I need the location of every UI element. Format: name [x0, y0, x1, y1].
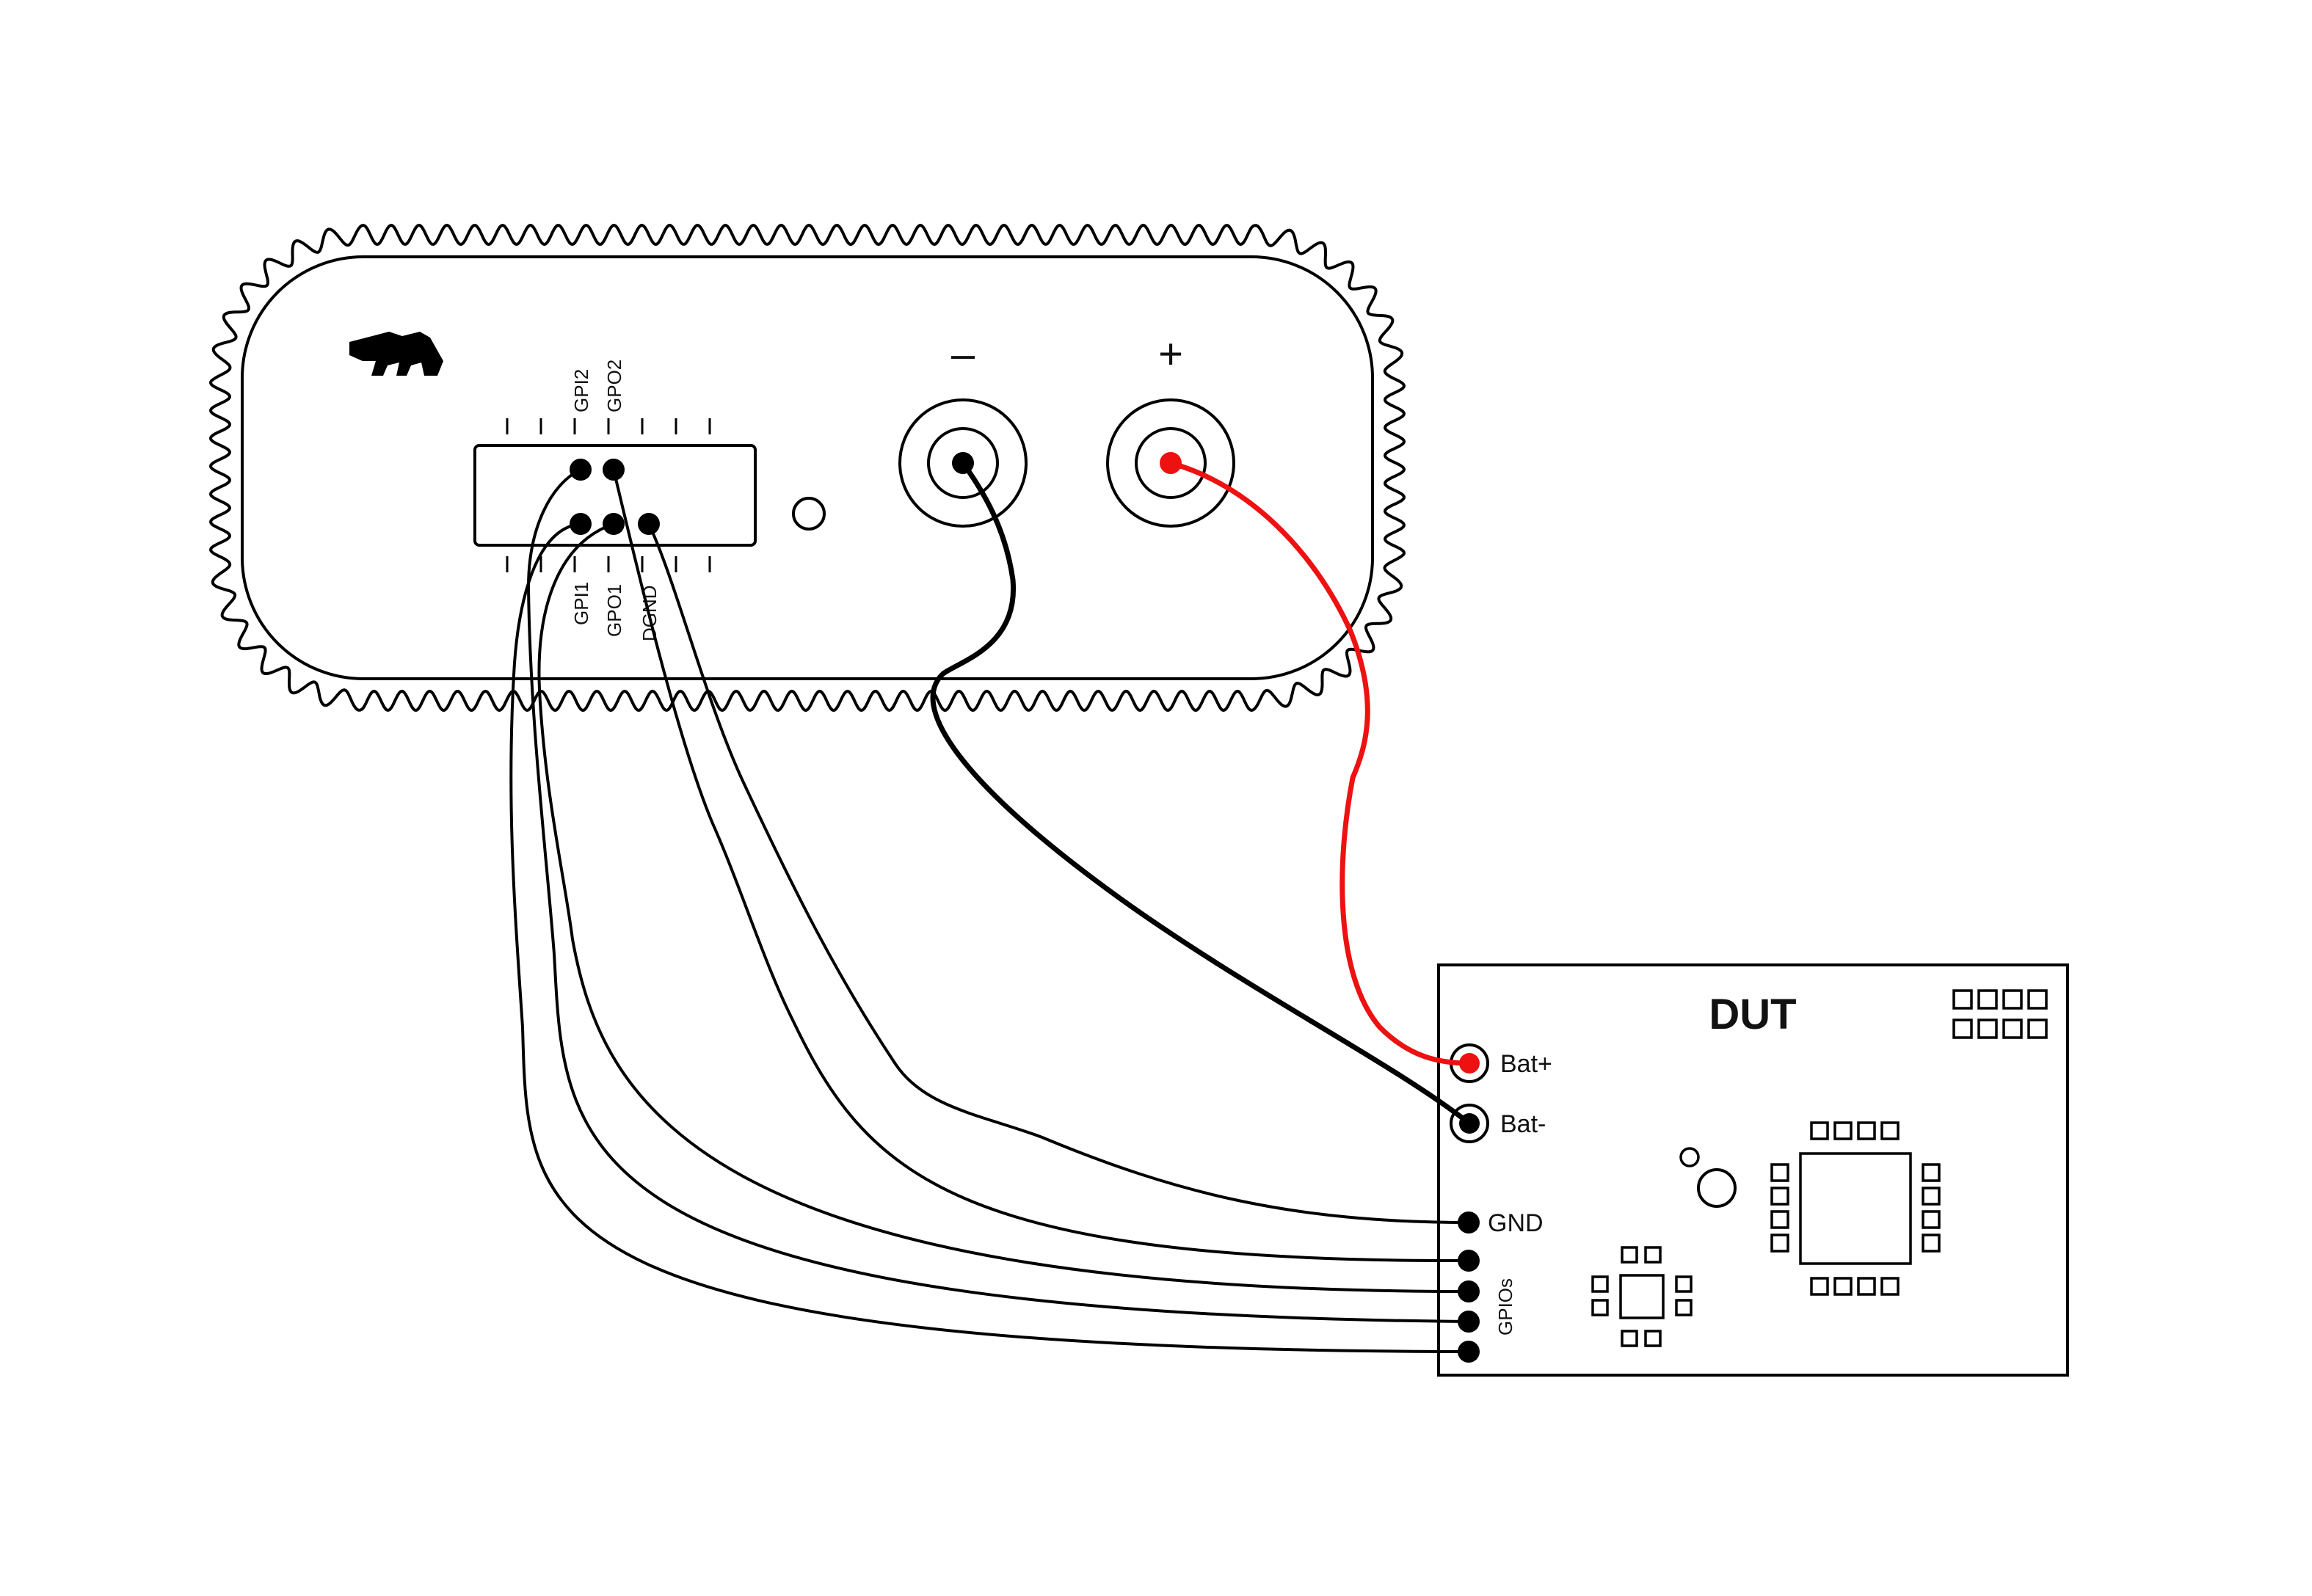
device-wavy-outline [208, 223, 1406, 713]
wire-dgnd-to-gnd [647, 523, 1469, 1224]
pin-label-gpo2: GPO2 [603, 360, 625, 412]
dut-gpios-label: GPIOs [1494, 1278, 1516, 1336]
gpio-connector: GPI2 GPO2 GPI1 GPO1 DGND [473, 360, 757, 641]
gpio-connector-housing [473, 444, 757, 547]
wire-gpi1-to-gpio-4 [509, 522, 1469, 1353]
bat-plus-connector: Bat+ [1450, 1043, 1552, 1083]
pin-label-gpi1: GPI1 [570, 582, 592, 625]
dut-title: DUT [1709, 991, 1796, 1038]
wire-positive [1170, 460, 1470, 1066]
bat-minus-label: Bat- [1500, 1110, 1546, 1138]
dut-board-outline [1437, 963, 2069, 1377]
terminal-minus-label: – [951, 330, 975, 378]
pin-label-gpo1: GPO1 [603, 584, 625, 637]
status-led-indicator [792, 497, 826, 531]
wire-gpi2-to-gpio-3 [526, 468, 1469, 1323]
dut-gnd-label: GND [1488, 1209, 1544, 1237]
device-inner-body [241, 255, 1374, 680]
wires [509, 460, 1472, 1353]
dut-sensor-chip-icon [1591, 1246, 1693, 1347]
terminal-plus: + [1106, 330, 1235, 528]
gpio-connector-ticks [506, 418, 711, 572]
terminal-plus-label: + [1158, 330, 1183, 378]
dut-mcu-chip-icon [1770, 1121, 1941, 1296]
dut-mounting-hole [1697, 1168, 1737, 1208]
power-analyzer-device: GPI2 GPO2 GPI1 GPO1 DGND – + [208, 223, 1406, 713]
bat-plus-label: Bat+ [1500, 1050, 1552, 1078]
dut-pin-header-icon [1952, 989, 2048, 1039]
dut-small-hole [1679, 1147, 1700, 1167]
bear-logo-icon [349, 332, 443, 376]
wire-negative [930, 461, 1472, 1126]
wire-gpo1-to-gpio-2 [537, 522, 1469, 1293]
dut-board: DUT Bat+ Bat- GND G [1437, 963, 2069, 1377]
pin-label-gpi2: GPI2 [570, 369, 592, 412]
wire-gpo2-to-gpio-1 [612, 469, 1469, 1263]
dut-gpio-pins [1458, 1250, 1480, 1363]
terminal-minus: – [898, 330, 1028, 528]
